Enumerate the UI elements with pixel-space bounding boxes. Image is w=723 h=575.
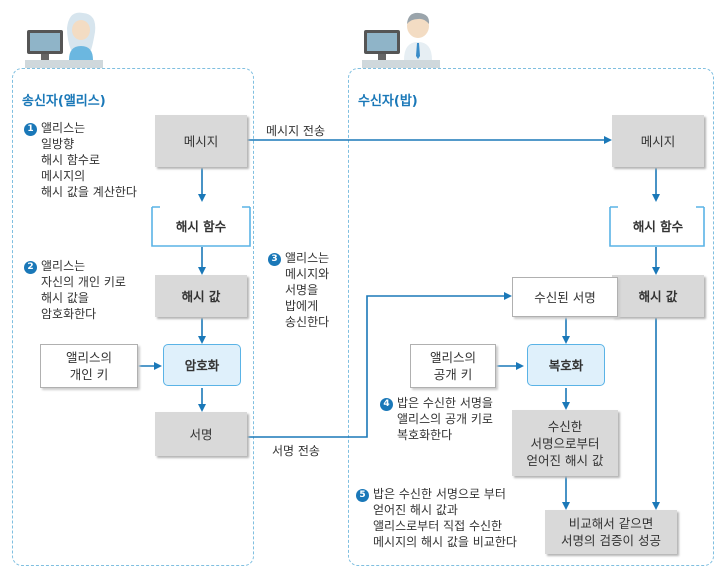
sender-title: 송신자(앨리스) <box>22 94 106 109</box>
receiver-message-box: 메시지 <box>612 115 704 167</box>
step-2-note: 2 앨리스는 자신의 개인 키로 해시 값을 암호화한다 <box>24 258 126 322</box>
step-2-badge: 2 <box>24 261 37 274</box>
message-send-label: 메시지 전송 <box>266 124 326 138</box>
sender-message-box: 메시지 <box>155 115 247 167</box>
step-3-badge: 3 <box>268 253 281 266</box>
private-key-box: 앨리스의 개인 키 <box>40 344 138 388</box>
receiver-panel <box>348 68 714 566</box>
step-4-badge: 4 <box>380 398 393 411</box>
sender-person-icon <box>25 12 103 68</box>
public-key-box: 앨리스의 공개 키 <box>410 344 496 388</box>
encrypt-box: 암호화 <box>163 344 241 386</box>
step-3-note: 3 앨리스는 메시지와 서명을 밥에게 송신한다 <box>268 250 329 330</box>
receiver-hash-function-box: 해시 함수 <box>632 218 684 234</box>
signature-send-label: 서명 전송 <box>272 444 320 458</box>
sender-hash-function-box: 해시 함수 <box>175 218 227 234</box>
step-5-text: 밥은 수신한 서명으로 부터 얻어진 해시 값과 앨리스로부터 직접 수신한 메… <box>373 487 517 549</box>
signature-box: 서명 <box>155 412 247 456</box>
compare-box: 비교해서 같으면 서명의 검증이 성공 <box>545 510 677 554</box>
received-signature-box: 수신된 서명 <box>512 277 618 317</box>
receiver-title: 수신자(밥) <box>358 94 418 109</box>
receiver-hash-value-box: 해시 값 <box>612 275 704 317</box>
step-1-badge: 1 <box>24 123 37 136</box>
step-4-note: 4 밥은 수신한 서명을 앨리스의 공개 키로 복호화한다 <box>380 395 493 443</box>
step-4-text: 밥은 수신한 서명을 앨리스의 공개 키로 복호화한다 <box>397 396 493 442</box>
sender-hash-value-box: 해시 값 <box>155 275 247 317</box>
sender-panel <box>12 68 254 566</box>
step-5-note: 5 밥은 수신한 서명으로 부터 얻어진 해시 값과 앨리스로부터 직접 수신한 … <box>356 486 517 550</box>
step-2-text: 앨리스는 자신의 개인 키로 해시 값을 암호화한다 <box>41 259 126 321</box>
decrypt-box: 복호화 <box>527 344 605 386</box>
step-1-note: 1 앨리스는 일방향 해시 함수로 메시지의 해시 값을 계산한다 <box>24 120 137 200</box>
decrypted-hash-box: 수신한 서명으로부터 얻어진 해시 값 <box>512 410 618 476</box>
step-5-badge: 5 <box>356 489 369 502</box>
step-1-text: 앨리스는 일방향 해시 함수로 메시지의 해시 값을 계산한다 <box>41 121 137 199</box>
step-3-text: 앨리스는 메시지와 서명을 밥에게 송신한다 <box>285 251 330 329</box>
receiver-person-icon <box>362 12 440 68</box>
